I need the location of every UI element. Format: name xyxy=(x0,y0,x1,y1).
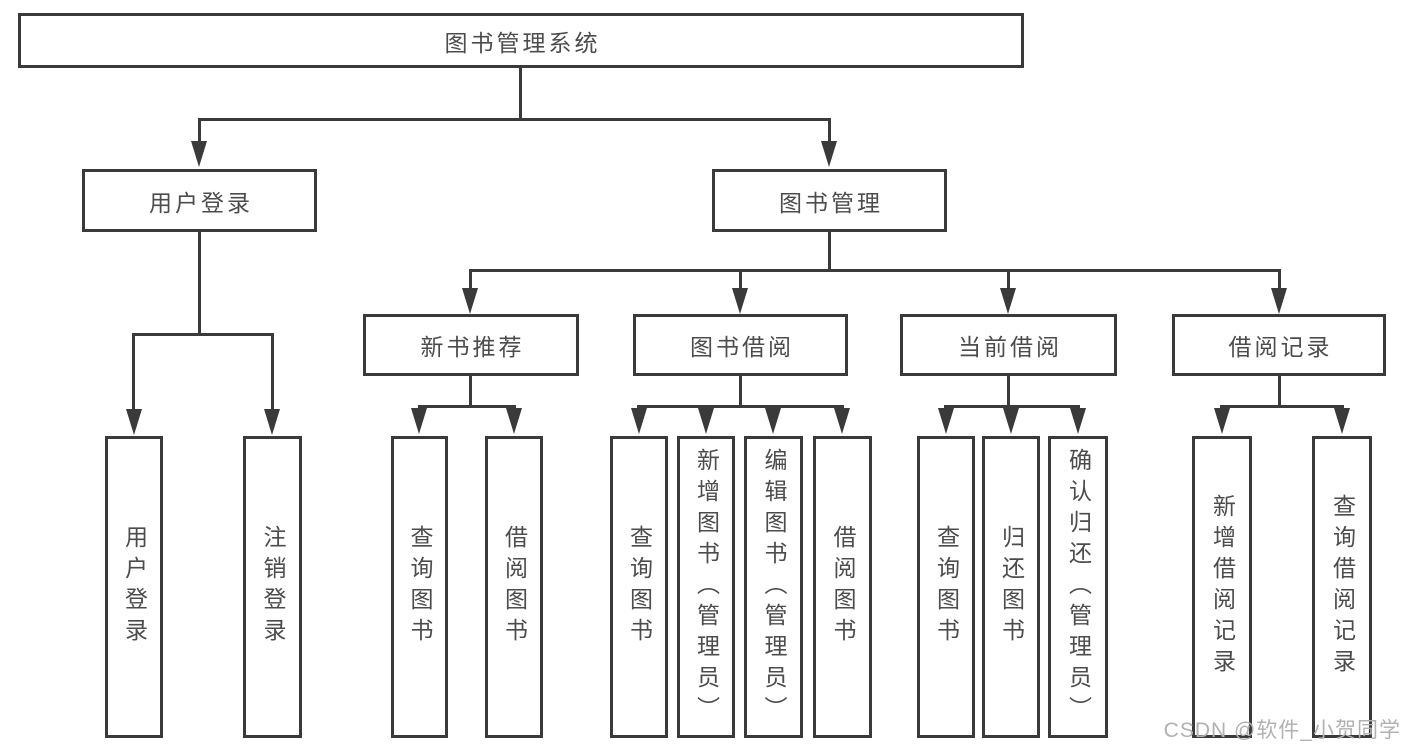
connector-line xyxy=(1278,376,1281,407)
leaf-newrec-borrow-book: 借阅图书 xyxy=(485,436,543,738)
leaf-label: 查询图书 xyxy=(626,525,653,649)
leaf-logout: 注销登录 xyxy=(243,436,302,738)
node-label: 图书管理系统 xyxy=(444,29,601,56)
arrow-down-icon xyxy=(462,288,478,314)
connector-line xyxy=(637,405,844,408)
arrow-down-icon xyxy=(821,141,837,167)
connector-line xyxy=(271,336,274,410)
leaf-label: 确认归还（管理员） xyxy=(1065,447,1092,727)
leaf-label: 查询图书 xyxy=(933,525,960,649)
leaf-borrow-edit-book-admin: 编辑图书（管理员） xyxy=(744,436,803,738)
leaf-borrow-query-book: 查询图书 xyxy=(610,436,668,738)
arrow-down-icon xyxy=(1334,408,1350,434)
arrow-down-icon xyxy=(191,141,207,167)
leaf-newrec-query-book: 查询图书 xyxy=(391,436,448,738)
connector-line xyxy=(739,272,742,289)
node-new-book-recommend: 新书推荐 xyxy=(363,314,579,376)
leaf-label: 新增借阅记录 xyxy=(1209,494,1236,680)
leaf-label: 新增图书（管理员） xyxy=(693,447,720,727)
leaf-borrow-add-book-admin: 新增图书（管理员） xyxy=(677,436,735,738)
connector-line xyxy=(1007,272,1010,289)
leaf-current-confirm-return-admin: 确认归还（管理员） xyxy=(1048,436,1108,738)
leaf-user-login: 用户登录 xyxy=(105,436,163,738)
node-label: 图书借阅 xyxy=(690,334,794,360)
node-label: 当前借阅 xyxy=(958,334,1062,360)
connector-line xyxy=(469,269,1281,272)
arrow-down-icon xyxy=(506,408,522,434)
node-borrow-records: 借阅记录 xyxy=(1172,314,1386,376)
connector-line xyxy=(132,333,274,336)
connector-line xyxy=(198,232,201,335)
connector-line xyxy=(519,68,522,121)
arrow-down-icon xyxy=(1000,288,1016,314)
arrow-down-icon xyxy=(126,409,142,435)
leaf-current-return-book: 归还图书 xyxy=(982,436,1040,738)
node-current-borrow: 当前借阅 xyxy=(900,314,1117,376)
arrow-down-icon xyxy=(1003,408,1019,434)
node-user-login: 用户登录 xyxy=(82,169,317,232)
arrow-down-icon xyxy=(1070,408,1086,434)
connector-line xyxy=(418,405,516,408)
connector-line xyxy=(944,405,1080,408)
leaf-label: 查询图书 xyxy=(407,525,433,649)
node-root: 图书管理系统 xyxy=(18,13,1024,68)
leaf-label: 编辑图书（管理员） xyxy=(761,447,787,727)
leaf-label: 用户登录 xyxy=(121,525,148,649)
arrow-down-icon xyxy=(1214,408,1230,434)
leaf-label: 借阅图书 xyxy=(501,525,528,649)
arrow-down-icon xyxy=(1271,288,1287,314)
node-label: 用户登录 xyxy=(149,189,253,216)
connector-line xyxy=(1220,405,1344,408)
node-label: 图书管理 xyxy=(779,189,883,216)
arrow-down-icon xyxy=(264,409,280,435)
leaf-label: 归还图书 xyxy=(998,525,1025,649)
arrow-down-icon xyxy=(938,408,954,434)
connector-line xyxy=(469,376,472,407)
leaf-label: 查询借阅记录 xyxy=(1329,494,1356,680)
connector-line xyxy=(132,336,135,410)
watermark: CSDN @软件_小贺同学 xyxy=(1163,719,1401,742)
leaf-current-query-book: 查询图书 xyxy=(917,436,975,738)
node-label: 借阅记录 xyxy=(1228,334,1333,360)
node-label: 新书推荐 xyxy=(420,334,525,360)
leaf-label: 借阅图书 xyxy=(830,525,856,649)
connector-line xyxy=(198,121,201,142)
leaf-label: 注销登录 xyxy=(260,525,286,649)
leaf-borrow-borrow-book: 借阅图书 xyxy=(813,436,872,738)
connector-line xyxy=(198,118,831,121)
node-book-management: 图书管理 xyxy=(712,169,947,232)
leaf-records-add-record: 新增借阅记录 xyxy=(1192,436,1252,738)
arrow-down-icon xyxy=(698,408,714,434)
arrow-down-icon xyxy=(411,408,427,434)
arrow-down-icon xyxy=(732,288,748,314)
connector-line xyxy=(1007,376,1010,407)
node-book-borrow: 图书借阅 xyxy=(633,314,848,376)
leaf-records-query-record: 查询借阅记录 xyxy=(1312,436,1372,738)
connector-line xyxy=(828,232,831,271)
connector-line xyxy=(469,272,472,289)
connector-line xyxy=(739,376,742,407)
arrow-down-icon xyxy=(834,408,850,434)
connector-line xyxy=(828,121,831,142)
connector-line xyxy=(1278,272,1281,289)
arrow-down-icon xyxy=(631,408,647,434)
arrow-down-icon xyxy=(765,408,781,434)
